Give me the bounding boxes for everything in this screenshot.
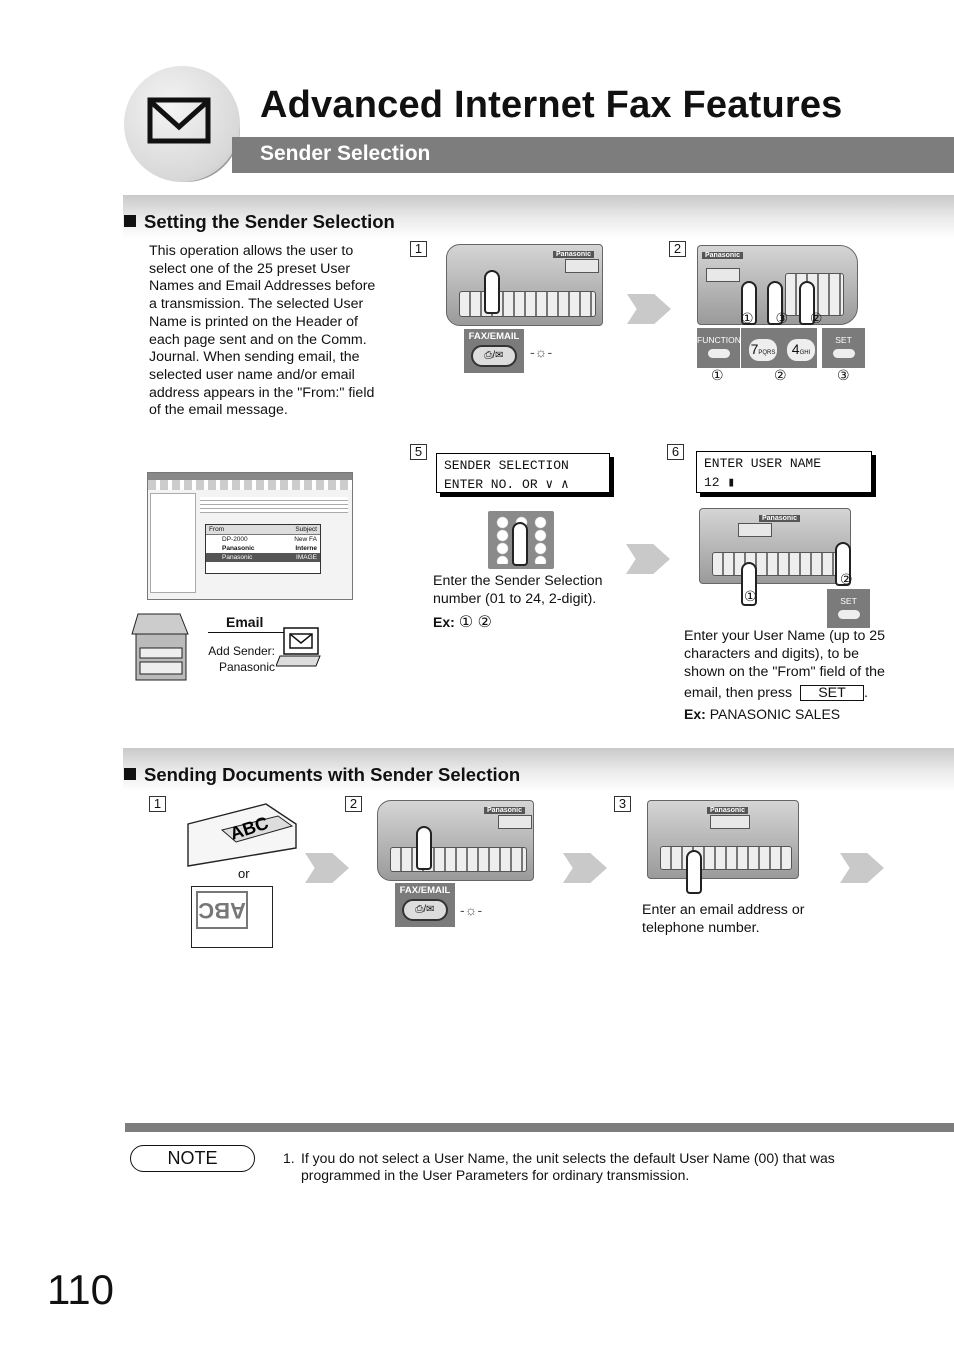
section1-title: Setting the Sender Selection [124,211,395,233]
subtitle-bar [232,137,954,173]
set-button-image: SET [827,589,870,628]
fax-machine-icon [131,613,189,681]
finger-press-icon [512,522,528,566]
step5-example: Ex: ① ② [433,614,492,631]
laptop-mail-icon [276,627,321,667]
email-label: Email [226,614,264,630]
lcd-display: SENDER SELECTION ENTER NO. OR ∨ ∧ [436,453,610,493]
control-panel-image: Panasonic [446,244,603,326]
or-label: or [238,866,250,881]
add-sender-label: Add Sender: Panasonic [208,644,275,674]
step-number: 1 [149,796,166,812]
control-panel-image: Panasonic [377,800,534,881]
finger-press-icon [484,270,500,314]
blink-indicator-icon: -☼- [530,344,553,360]
page-number: 110 [47,1266,114,1313]
note-divider [125,1123,954,1132]
document-feeder-image: ABC [187,803,297,867]
step-number: 6 [667,444,684,460]
control-panel-image: Panasonic [647,800,799,879]
bullet-square-icon [124,768,136,780]
next-arrow-icon [305,853,349,883]
finger-press-icon [741,562,757,606]
finger-press-icon [799,281,815,325]
marker-1: ① [711,367,724,383]
finger-press-icon [416,826,432,870]
section1-band [123,195,954,239]
finger-press-icon [686,850,702,894]
function-button-image: FUNCTION [697,328,741,368]
fax-email-button-image: FAX/EMAIL ⎙/✉ [464,329,524,373]
next-arrow-icon [627,294,671,324]
step-number: 1 [410,241,427,257]
connection-line [208,632,288,633]
envelope-icon [147,97,211,144]
step6-instruction: Enter your User Name (up to 25 character… [684,628,886,680]
lcd-display: ENTER USER NAME 12 ▮ [696,451,872,493]
blink-indicator-icon: -☼- [460,902,483,918]
note-label: NOTE [130,1145,255,1172]
marker-2: ② [840,571,853,587]
finger-press-icon [767,281,783,325]
page-subtitle: Sender Selection [260,142,431,165]
note-number: 1. [283,1150,295,1166]
platen-glass-image: ABC [191,886,273,948]
step-number: 3 [614,796,631,812]
step3-instruction: Enter an email address or telephone numb… [642,902,805,936]
step-number: 5 [410,444,427,460]
control-panel-image: Panasonic [699,508,851,584]
set-button-image: SET [822,328,865,368]
set-key-label: SET [800,685,864,701]
step2-order-markers: ① ③ ② [741,310,832,326]
next-arrow-icon [840,853,884,883]
section1-intro: This operation allows the user to select… [149,243,376,419]
step5-instruction: Enter the Sender Selection number (01 to… [433,573,603,607]
note-text: If you do not select a User Name, the un… [301,1150,835,1183]
next-arrow-icon [563,853,607,883]
marker-3: ③ [837,367,850,383]
finger-press-icon [835,542,851,586]
next-arrow-icon [626,544,670,574]
step6-instruction-2: email, then press SET. [684,685,868,701]
section2-band [123,748,954,792]
fax-email-button-image: FAX/EMAIL ⎙/✉ [395,883,455,927]
keypad-buttons-image: 7PQRS 4GHI [741,328,817,368]
section2-title: Sending Documents with Sender Selection [124,764,520,786]
bullet-square-icon [124,215,136,227]
marker-1: ① [744,588,757,604]
page-title: Advanced Internet Fax Features [260,84,843,126]
finger-press-icon [741,281,757,325]
step6-example: Ex: PANASONIC SALES [684,706,841,722]
step-number: 2 [345,796,362,812]
step-number: 2 [669,241,686,257]
marker-2: ② [774,367,787,383]
